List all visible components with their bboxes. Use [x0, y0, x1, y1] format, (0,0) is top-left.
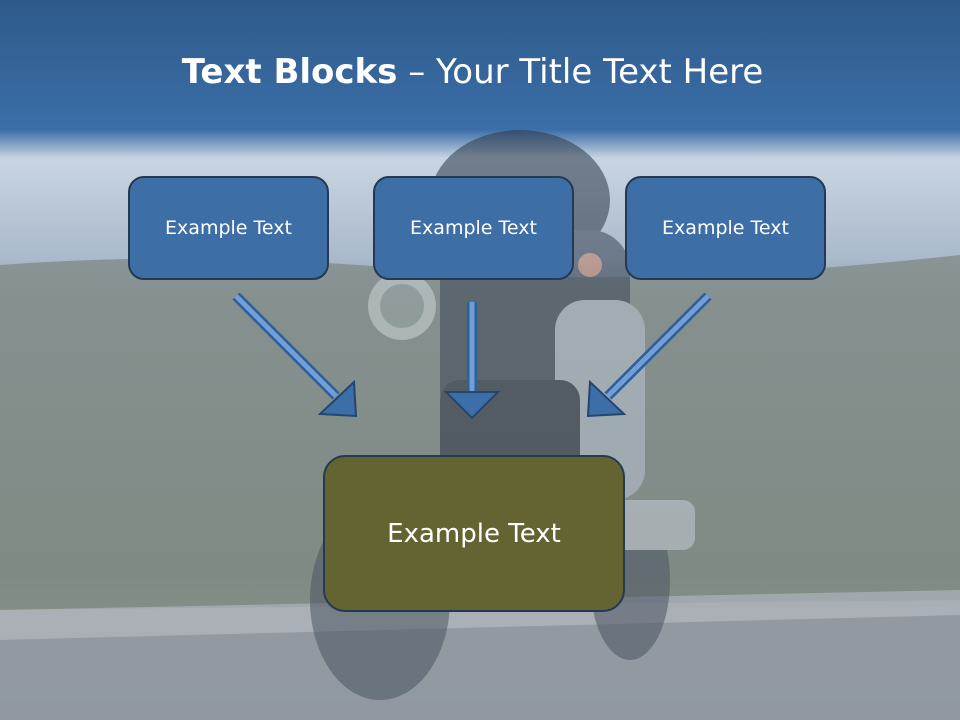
text-block-center-label: Example Text [410, 217, 537, 239]
text-block-left[interactable]: Example Text [128, 176, 329, 280]
title-rest: Your Title Text Here [436, 52, 764, 92]
target-block-label: Example Text [387, 518, 561, 549]
title-bold: Text Blocks [181, 52, 398, 92]
text-block-center[interactable]: Example Text [373, 176, 574, 280]
text-block-right[interactable]: Example Text [625, 176, 826, 280]
text-block-right-label: Example Text [662, 217, 789, 239]
text-block-left-label: Example Text [165, 217, 292, 239]
arrow-left-head [317, 379, 358, 418]
arrow-center-head [443, 391, 501, 420]
title-dash: – [397, 52, 437, 92]
arrow-right-head [586, 379, 627, 418]
target-block[interactable]: Example Text [323, 455, 625, 612]
page-title: Text Blocks – Your Title Text Here [0, 52, 945, 92]
